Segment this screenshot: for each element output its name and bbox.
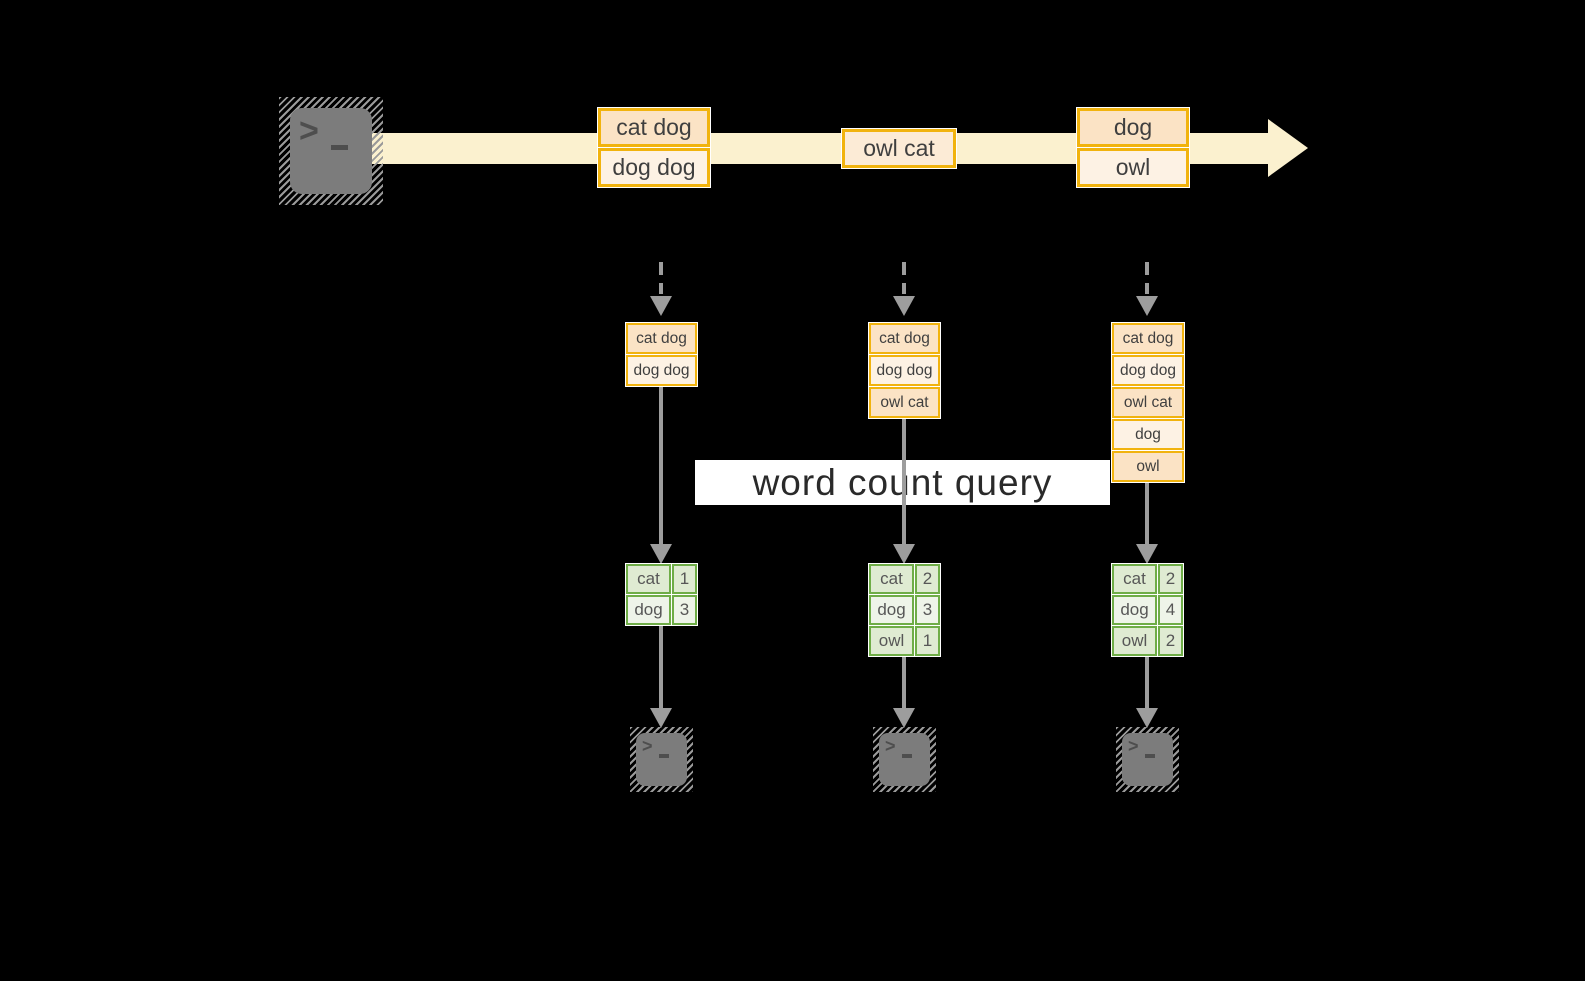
result-connector-line: [1145, 657, 1149, 712]
down-arrowhead-icon: [893, 708, 915, 728]
stream-arrowhead-icon: [1268, 119, 1308, 177]
source-terminal-icon: >: [279, 97, 383, 205]
stream-event-box-3: dog owl: [1076, 107, 1190, 188]
down-arrowhead-icon: [1136, 544, 1158, 564]
output-terminal-icon-1: >: [630, 727, 693, 792]
stream-event-row: dog dog: [598, 148, 710, 187]
snapshot-stack-2: cat dog dog dog owl cat: [868, 322, 941, 419]
count-cell: 1: [672, 564, 697, 594]
stream-event-row: owl: [1077, 148, 1189, 187]
terminal-screen: >: [636, 733, 687, 786]
count-cell: 4: [1158, 595, 1183, 625]
terminal-screen: >: [290, 108, 372, 194]
down-arrowhead-icon: [893, 296, 915, 316]
snapshot-row: cat dog: [626, 323, 697, 354]
terminal-underscore-icon: [331, 145, 348, 150]
result-connector-line: [902, 657, 906, 712]
down-arrowhead-icon: [650, 708, 672, 728]
snapshot-row: owl cat: [869, 387, 940, 418]
count-cell: 2: [1158, 626, 1183, 656]
word-cell: dog: [626, 595, 671, 625]
word-cell: dog: [869, 595, 914, 625]
terminal-prompt-icon: >: [1128, 736, 1139, 756]
terminal-prompt-icon: >: [885, 736, 896, 756]
word-count-table-1: cat 1 dog 3: [625, 563, 698, 626]
snapshot-row: dog: [1112, 419, 1184, 450]
terminal-underscore-icon: [902, 754, 912, 758]
word-count-table-2: cat 2 dog 3 owl 1: [868, 563, 941, 657]
snapshot-row: owl cat: [1112, 387, 1184, 418]
word-cell: owl: [1112, 626, 1157, 656]
terminal-prompt-icon: >: [299, 112, 319, 150]
snapshot-row: cat dog: [869, 323, 940, 354]
snapshot-row: dog dog: [1112, 355, 1184, 386]
down-arrowhead-icon: [650, 544, 672, 564]
dashed-down-arrow-line: [902, 262, 906, 294]
word-cell: owl: [869, 626, 914, 656]
count-cell: 3: [915, 595, 940, 625]
down-arrowhead-icon: [1136, 296, 1158, 316]
query-connector-line: [902, 419, 906, 547]
snapshot-row: cat dog: [1112, 323, 1184, 354]
count-cell: 2: [915, 564, 940, 594]
word-count-table-3: cat 2 dog 4 owl 2: [1111, 563, 1184, 657]
output-terminal-icon-2: >: [873, 727, 936, 792]
stream-event-box-1: cat dog dog dog: [597, 107, 711, 188]
terminal-prompt-icon: >: [642, 736, 653, 756]
query-label: word count query: [752, 461, 1053, 503]
snapshot-row: dog dog: [869, 355, 940, 386]
terminal-screen: >: [879, 733, 930, 786]
terminal-underscore-icon: [659, 754, 669, 758]
snapshot-row: owl: [1112, 451, 1184, 482]
down-arrowhead-icon: [1136, 708, 1158, 728]
count-cell: 2: [1158, 564, 1183, 594]
down-arrowhead-icon: [893, 544, 915, 564]
output-terminal-icon-3: >: [1116, 727, 1179, 792]
word-cell: cat: [869, 564, 914, 594]
stream-event-row: owl cat: [842, 129, 956, 168]
terminal-underscore-icon: [1145, 754, 1155, 758]
count-cell: 1: [915, 626, 940, 656]
query-connector-line: [659, 387, 663, 547]
down-arrowhead-icon: [650, 296, 672, 316]
count-cell: 3: [672, 595, 697, 625]
word-cell: dog: [1112, 595, 1157, 625]
word-cell: cat: [626, 564, 671, 594]
word-cell: cat: [1112, 564, 1157, 594]
query-connector-line: [1145, 483, 1149, 547]
stream-event-box-2: owl cat: [841, 128, 957, 169]
snapshot-stack-3: cat dog dog dog owl cat dog owl: [1111, 322, 1185, 483]
stream-event-row: cat dog: [598, 108, 710, 147]
result-connector-line: [659, 626, 663, 712]
stream-event-row: dog: [1077, 108, 1189, 147]
snapshot-stack-1: cat dog dog dog: [625, 322, 698, 387]
snapshot-row: dog dog: [626, 355, 697, 386]
dashed-down-arrow-line: [659, 262, 663, 294]
dashed-down-arrow-line: [1145, 262, 1149, 294]
terminal-screen: >: [1122, 733, 1173, 786]
